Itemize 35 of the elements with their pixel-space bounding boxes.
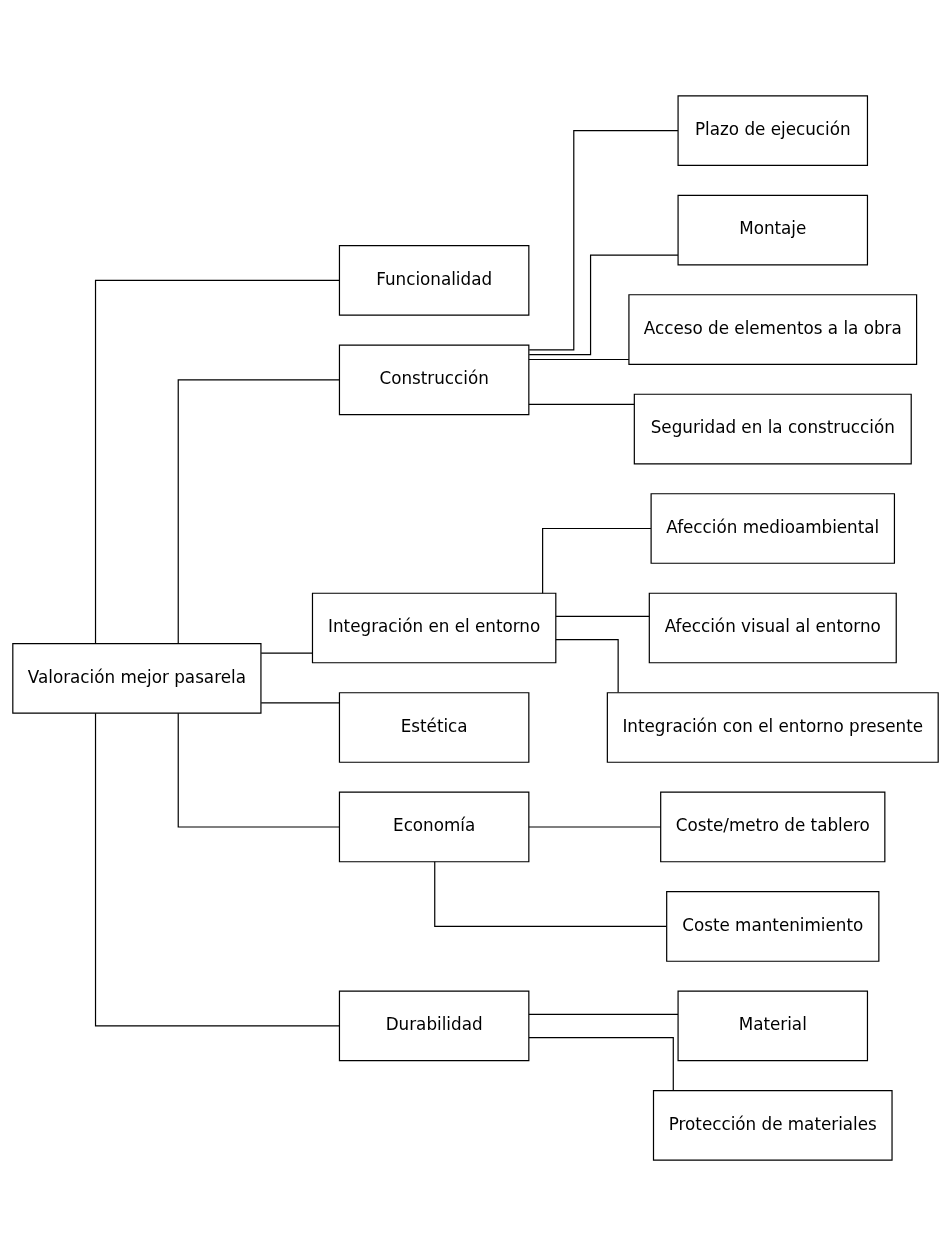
- node-box: Protección de materiales: [652, 1090, 893, 1161]
- connector: [94, 712, 340, 1027]
- connector: [528, 403, 635, 406]
- node-box: Funcionalidad: [338, 245, 530, 316]
- connector: [177, 379, 340, 645]
- node-box: Construcción: [338, 344, 530, 416]
- node-box: Economía: [338, 791, 530, 863]
- node-box: Estética: [338, 692, 530, 763]
- node-box: Material: [677, 990, 869, 1062]
- node-box: Valoración mejor pasarela: [12, 643, 262, 714]
- connector: [434, 861, 667, 928]
- node-box: Durabilidad: [338, 990, 530, 1062]
- connector: [260, 652, 313, 654]
- connector: [528, 826, 662, 828]
- connector: [260, 702, 340, 704]
- node-box: Seguridad en la construcción: [633, 393, 912, 465]
- connector: [555, 615, 650, 617]
- connector: [528, 254, 679, 356]
- node-box: Montaje: [677, 194, 869, 266]
- connector: [177, 712, 340, 828]
- node-box: Integración con el entorno presente: [606, 692, 939, 763]
- connector: [555, 639, 619, 693]
- connector: [94, 279, 340, 644]
- node-box: Coste mantenimiento: [666, 891, 880, 962]
- connector: [528, 1036, 674, 1091]
- node-box: Plazo de ejecución: [677, 95, 869, 166]
- node-box: Integración en el entorno: [311, 592, 557, 664]
- connector: [542, 527, 652, 594]
- node-box: Afección medioambiental: [650, 493, 896, 564]
- node-box: Acceso de elementos a la obra: [628, 294, 918, 365]
- node-box: Coste/metro de tablero: [660, 791, 886, 863]
- node-box: Afección visual al entorno: [648, 592, 897, 664]
- connector: [528, 358, 630, 361]
- connector: [528, 1013, 679, 1015]
- connector: [528, 129, 679, 351]
